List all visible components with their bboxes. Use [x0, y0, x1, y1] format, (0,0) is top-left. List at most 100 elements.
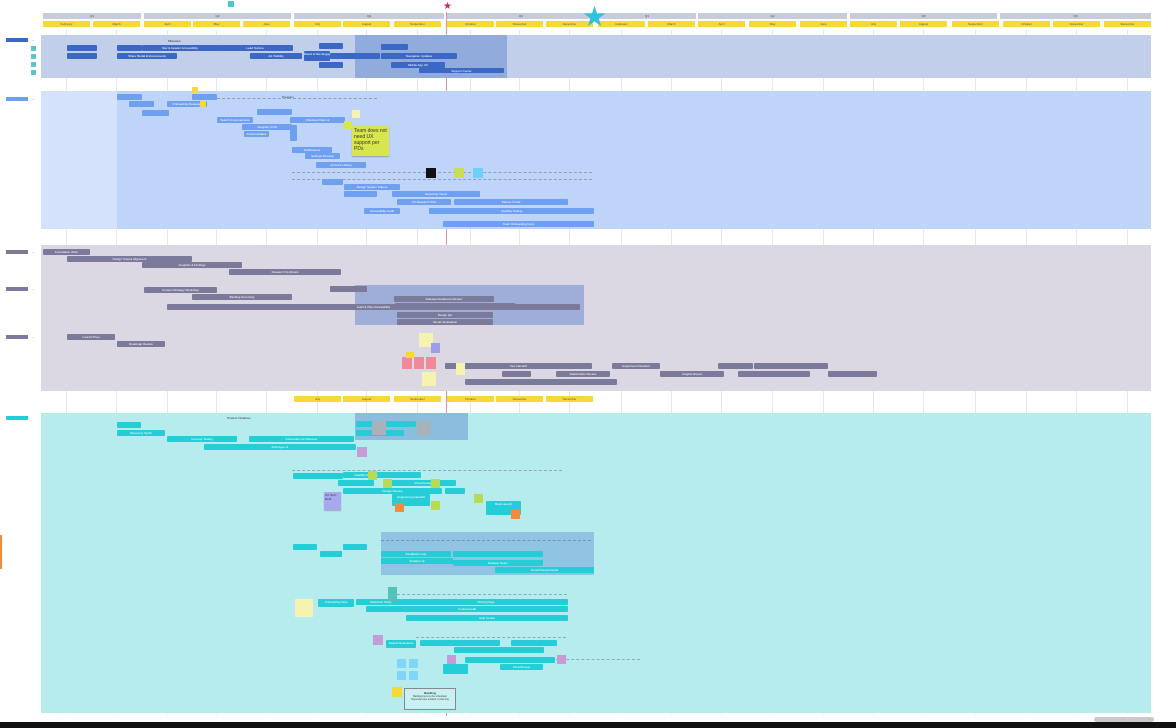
lane4-purple-sticky-4[interactable] — [557, 655, 566, 664]
lane4-bar-12[interactable]: Visual Design — [391, 480, 456, 486]
lane4-bar-2[interactable]: Discovery Sprint — [117, 430, 165, 436]
lane3-bar-23[interactable] — [828, 371, 877, 377]
lane3-sticky-5[interactable] — [426, 357, 436, 369]
lane4-lightblue-2[interactable] — [409, 659, 418, 668]
lane1-bar-5[interactable]: Share Modal Enhancements — [117, 53, 177, 59]
lane2-bar-9[interactable]: Portal Updates — [244, 131, 269, 137]
lane3-bar-16[interactable] — [502, 371, 531, 377]
lane1-icon-d[interactable] — [31, 70, 36, 75]
lane3-bar-10[interactable] — [395, 303, 515, 308]
lane3-bar-21[interactable] — [754, 363, 828, 369]
lane4-purple-sticky-3[interactable] — [447, 655, 456, 664]
lane4-bar-23[interactable]: Release Notes — [453, 560, 543, 566]
lane3-bar-3[interactable]: Analytics & Findings — [142, 262, 242, 268]
lane3-bar-22[interactable] — [738, 371, 810, 377]
lane1-icon-a[interactable] — [31, 46, 36, 51]
lane4-purple-sticky-1[interactable] — [357, 447, 367, 457]
lane2-tag[interactable] — [6, 97, 28, 101]
lane1-bar-2[interactable] — [67, 53, 97, 59]
lane1-tag[interactable] — [6, 38, 28, 42]
lane4-bar-3[interactable]: Concept Testing — [167, 436, 237, 442]
lane1-bar-7[interactable]: Ad Visibility — [250, 53, 302, 59]
lane4-orange-sticky-2[interactable] — [511, 510, 520, 519]
lane4-bar-36[interactable] — [465, 657, 555, 663]
lane4-green-sticky-2[interactable] — [383, 479, 392, 488]
lane2-bar-2[interactable] — [129, 101, 154, 107]
lane3-sticky-8[interactable] — [406, 352, 414, 358]
lane2-bar-19[interactable]: UX Research Plan — [397, 199, 451, 205]
top-marker-square[interactable] — [228, 1, 234, 7]
lane1-bar-11[interactable] — [381, 44, 408, 50]
lane3-bar-5[interactable]: Content Strategy Workshop — [144, 287, 217, 293]
lane2-green-square[interactable] — [454, 168, 464, 178]
lane2-bar-20[interactable]: Partner Portal — [454, 199, 568, 205]
lane2-sticky-small-1[interactable] — [352, 110, 360, 118]
lane3-sticky-6[interactable] — [422, 372, 436, 386]
lane2-blue-square[interactable] — [473, 168, 483, 178]
lane2-bar-23[interactable]: Team Onboarding Docs — [443, 221, 594, 227]
lane2-bar-12[interactable]: Notifications — [292, 147, 332, 153]
lane3-bar-6[interactable]: Backlog Grooming — [192, 294, 292, 300]
lane4-bar-25[interactable]: Onboarding Flow — [318, 599, 354, 607]
lane4-gray-card-2[interactable] — [417, 421, 431, 435]
lane3-bar-14[interactable]: Roadmap Review — [117, 341, 165, 347]
lane2-bar-3[interactable] — [142, 110, 169, 116]
lane4-bar-14[interactable] — [445, 488, 465, 494]
lane4-bar-1[interactable] — [117, 422, 141, 428]
horizontal-scrollbar[interactable] — [1094, 717, 1154, 722]
lane3-tag-a[interactable] — [6, 250, 28, 254]
lane3-bar-7[interactable] — [330, 286, 367, 292]
lane1-bar-15[interactable] — [330, 53, 380, 59]
lane4-bar-10[interactable] — [381, 472, 421, 478]
lane1-bar-14[interactable]: Support Center — [419, 68, 504, 73]
lane4-bar-31[interactable] — [420, 640, 500, 646]
lane3-bar-8[interactable]: Audit & Plan Accessibility — [167, 304, 580, 310]
lane3-sticky-1[interactable] — [419, 333, 433, 347]
milestone-star-icon[interactable]: ★ — [582, 1, 608, 32]
lane4-bar-18[interactable] — [320, 551, 342, 557]
lane3-sticky-4[interactable] — [414, 357, 424, 369]
lane4-bar-27[interactable]: Pricing Page — [404, 599, 568, 605]
lane3-bar-4[interactable]: Research Synthesis — [229, 269, 341, 275]
lane4-bar-32[interactable] — [511, 640, 557, 646]
lane2-bar-5[interactable]: Onboarding Redesign — [167, 101, 207, 107]
lane1-icon-b[interactable] — [31, 54, 36, 59]
lane4-bar-33[interactable] — [454, 647, 544, 653]
lane2-black-square[interactable] — [426, 168, 436, 178]
lane4-green-sticky-4[interactable] — [474, 494, 483, 503]
lane4-legend-box[interactable]: Backlog Backlog items to be scheduled De… — [404, 688, 456, 710]
lane1-bar-12[interactable]: Navigation Updates — [381, 53, 457, 59]
lane2-bar-18[interactable]: Reporting Views — [392, 191, 480, 197]
lane3-tag-c[interactable] — [6, 335, 28, 339]
lane4-bar-34[interactable]: Final Review — [500, 664, 543, 670]
lane4-bar-22[interactable] — [453, 551, 543, 557]
lane4-bar-21[interactable]: Iteration v2 — [381, 558, 453, 564]
lane4-tag[interactable] — [6, 416, 28, 420]
lane4-bar-13[interactable]: Design Review — [343, 488, 442, 494]
lane4-orange-sticky-1[interactable] — [395, 503, 404, 512]
lane2-bar-10[interactable]: Checkout Flow v2 — [290, 117, 345, 123]
lane3-bar-2[interactable]: Design Tokens Alignment — [67, 256, 192, 262]
lane4-bar-19[interactable] — [343, 544, 367, 550]
lane4-bar-11[interactable] — [338, 480, 374, 486]
lane4-lightblue-1[interactable] — [397, 659, 406, 668]
lane3-sticky-3[interactable] — [402, 357, 412, 369]
lane4-bar-29[interactable]: Help Center — [406, 615, 568, 621]
lane2-bar-11[interactable] — [290, 125, 297, 141]
lane3-bar-15[interactable]: Dev Handoff — [445, 363, 592, 369]
lane3-bar-20[interactable] — [718, 363, 753, 369]
lane1-bar-3[interactable] — [117, 45, 142, 51]
lane1-bar-13[interactable]: Mobile App UX — [391, 62, 445, 68]
lane2-bar-1[interactable] — [117, 94, 142, 100]
lane4-teal-card[interactable] — [388, 587, 397, 601]
lane4-yellow-note[interactable] — [295, 599, 313, 617]
lane1-bar-1[interactable] — [67, 45, 97, 51]
lane4-bar-24[interactable]: Growth Experiments — [495, 567, 594, 573]
lane4-bar-28[interactable]: Content Audit — [366, 606, 568, 612]
lane3-bar-17[interactable]: Stakeholder Review — [556, 371, 610, 377]
lane1-icon-c[interactable] — [31, 62, 36, 67]
lane4-green-sticky-5[interactable] — [431, 501, 440, 510]
lane2-bar-7[interactable]: Search Improvements — [217, 117, 253, 123]
lane3-bar-1[interactable]: Foundation Work — [43, 249, 90, 255]
